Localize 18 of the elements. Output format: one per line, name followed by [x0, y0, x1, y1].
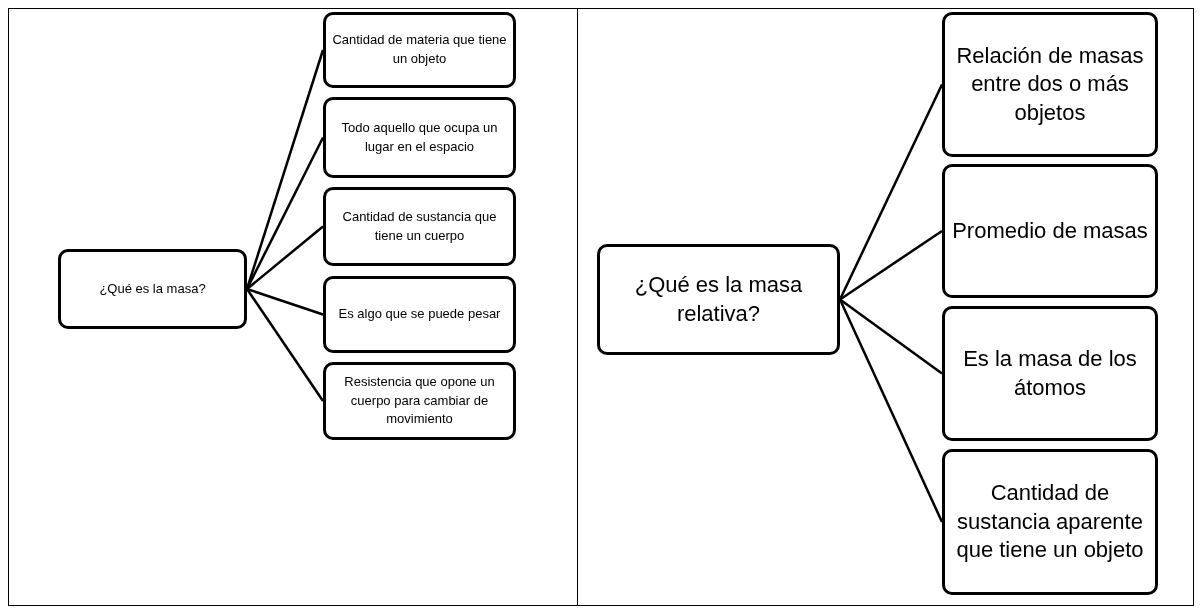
connector-line	[838, 83, 944, 301]
connector-line	[839, 298, 943, 375]
text-box: Es la masa de los átomos	[942, 306, 1158, 441]
text-box: Todo aquello que ocupa un lugar en el espacio	[323, 97, 516, 178]
connector-line	[246, 225, 324, 290]
text-box: Resistencia que opone un cuerpo para cambiar de movimiento	[323, 362, 516, 440]
connector-line	[839, 229, 943, 301]
text-box: Cantidad de sustancia que tiene un cuerpo	[323, 187, 516, 266]
connector-line	[246, 287, 324, 316]
text-box: Es algo que se puede pesar	[323, 276, 516, 353]
text-box: Promedio de masas	[942, 164, 1158, 298]
connector-line	[838, 298, 944, 523]
text-box: Cantidad de materia que tiene un objeto	[323, 12, 516, 88]
text-box: ¿Qué es la masa relativa?	[597, 244, 840, 355]
text-box: Relación de masas entre dos o más objetos	[942, 12, 1158, 157]
text-box: Cantidad de sustancia aparente que tiene un objeto	[942, 449, 1158, 595]
connector-line	[245, 288, 325, 402]
text-box: ¿Qué es la masa?	[58, 249, 247, 329]
